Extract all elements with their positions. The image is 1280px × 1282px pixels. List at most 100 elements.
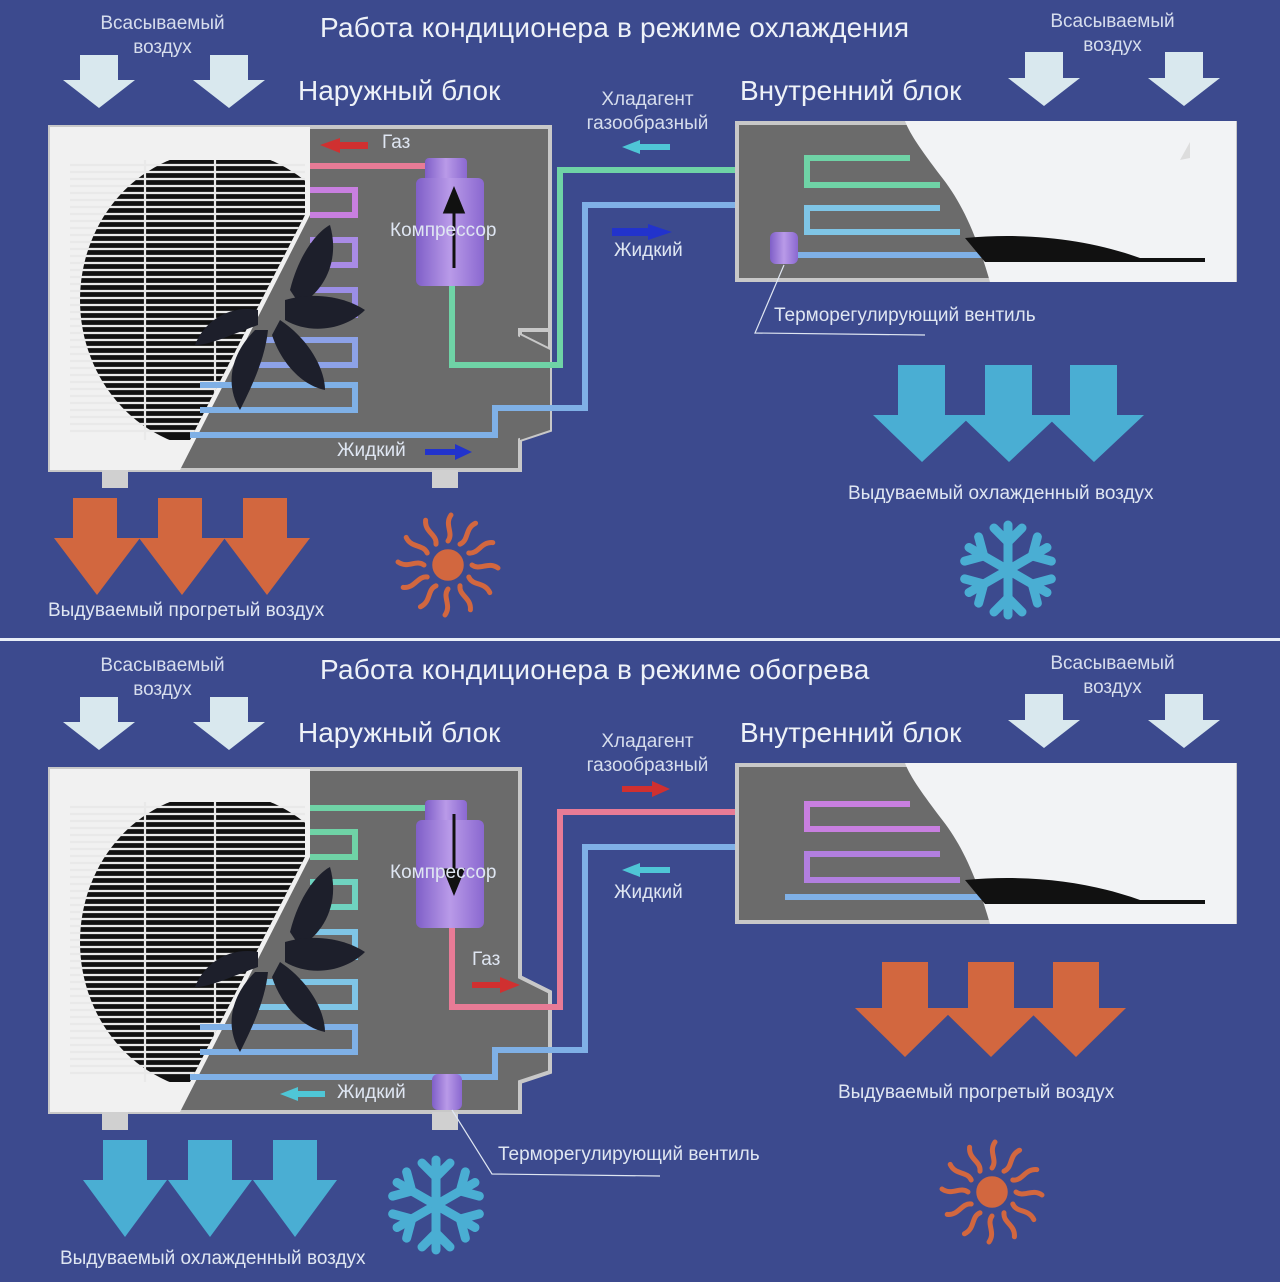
liquid-label-middle: Жидкий bbox=[614, 882, 683, 903]
coil bbox=[804, 205, 960, 235]
intake-arrow bbox=[1008, 52, 1080, 106]
warm-arrow bbox=[224, 498, 310, 595]
sun-icon bbox=[395, 512, 501, 618]
intake-arrows-indoor bbox=[1008, 694, 1220, 748]
refrigerant-gas-label: Хладагент газообразный bbox=[575, 88, 720, 136]
intake-arrows-outdoor bbox=[63, 697, 265, 750]
cold-arrow bbox=[873, 365, 972, 462]
intake-label-line: Всасываемый bbox=[1050, 653, 1175, 674]
intake-arrow bbox=[1148, 694, 1220, 748]
outdoor-foot bbox=[102, 1112, 128, 1130]
indoor-display-strip bbox=[965, 236, 1205, 262]
cold-exhaust-arrows bbox=[83, 1140, 337, 1237]
intake-label-line: воздух bbox=[133, 679, 192, 700]
heating-title: Работа кондиционера в режиме обогрева bbox=[320, 654, 870, 685]
cold-arrow bbox=[1045, 365, 1144, 462]
expansion-valve bbox=[770, 232, 798, 264]
indoor-unit-title: Внутренний блок bbox=[740, 717, 962, 748]
cold-arrow bbox=[168, 1140, 252, 1237]
warm-arrow bbox=[855, 962, 955, 1057]
cold-arrow bbox=[253, 1140, 337, 1237]
coil bbox=[200, 382, 358, 413]
refrigerant-label-line: Хладагент bbox=[601, 731, 694, 752]
refrigerant-label-line: газообразный bbox=[586, 113, 709, 134]
expansion-valve-label: Терморегулирующий вентиль bbox=[774, 305, 1036, 326]
coil bbox=[804, 851, 960, 883]
compressor bbox=[416, 158, 484, 286]
coil bbox=[310, 187, 358, 218]
cooling-mode-panel: Работа кондиционера в режиме охлаждения … bbox=[0, 0, 1280, 640]
indoor-unit-title: Внутренний блок bbox=[740, 75, 962, 106]
cooling-title: Работа кондиционера в режиме охлаждения bbox=[320, 12, 910, 43]
valve-leader-line bbox=[451, 1109, 661, 1177]
intake-arrow bbox=[193, 55, 265, 108]
intake-label-line: воздух bbox=[1083, 677, 1142, 698]
liquid-label-outdoor: Жидкий bbox=[337, 1082, 406, 1103]
intake-arrow bbox=[1148, 52, 1220, 106]
sun-icon bbox=[939, 1139, 1045, 1245]
intake-arrow bbox=[63, 697, 135, 750]
intake-label-indoor: Всасываемый воздух bbox=[1040, 652, 1185, 700]
fan-blades bbox=[195, 867, 365, 1052]
refrigerant-label-line: газообразный bbox=[586, 755, 709, 776]
refrigerant-flow-arrow bbox=[622, 140, 670, 154]
indoor-coils bbox=[785, 155, 985, 258]
compressor-arrow-up bbox=[442, 186, 466, 268]
warm-arrow bbox=[1026, 962, 1126, 1057]
intake-label-line: воздух bbox=[1083, 35, 1142, 56]
refrigerant-gas-label: Хладагент газообразный bbox=[575, 730, 720, 778]
cold-exhaust-arrows bbox=[873, 365, 1144, 462]
outdoor-foot bbox=[432, 1112, 458, 1130]
heating-mode-panel: Работа кондиционера в режиме обогрева Вс… bbox=[0, 642, 1280, 1282]
refrigerant-flow-arrow bbox=[622, 781, 670, 797]
compressor-label: Компрессор bbox=[390, 220, 497, 241]
outdoor-exhaust-label: Выдуваемый прогретый воздух bbox=[48, 600, 325, 621]
liquid-flow-arrow bbox=[425, 444, 472, 460]
gas-flow-arrow bbox=[320, 138, 368, 153]
coil bbox=[310, 829, 358, 860]
outdoor-unit-title: Наружный блок bbox=[298, 75, 501, 106]
cold-arrow bbox=[83, 1140, 167, 1237]
intake-arrow bbox=[1008, 694, 1080, 748]
expansion-valve bbox=[432, 1074, 462, 1110]
liquid-flow-arrow bbox=[280, 1087, 325, 1101]
coil bbox=[200, 1024, 358, 1055]
coil bbox=[804, 801, 940, 832]
warm-arrow bbox=[139, 498, 225, 595]
intake-arrows-indoor bbox=[1008, 52, 1220, 106]
intake-arrow bbox=[63, 55, 135, 108]
liquid-label-middle: Жидкий bbox=[614, 240, 683, 261]
fan-blades bbox=[195, 225, 365, 410]
intake-label-line: воздух bbox=[133, 37, 192, 58]
warm-arrow bbox=[941, 962, 1041, 1057]
intake-label-outdoor: Всасываемый воздух bbox=[90, 12, 235, 60]
liquid-flow-arrow bbox=[612, 224, 672, 240]
warm-exhaust-arrows bbox=[855, 962, 1126, 1057]
gas-label: Газ bbox=[472, 949, 501, 970]
panel-divider bbox=[0, 638, 1280, 641]
cold-arrow bbox=[960, 365, 1059, 462]
intake-arrow bbox=[193, 697, 265, 750]
outdoor-unit-title: Наружный блок bbox=[298, 717, 501, 748]
gas-label: Газ bbox=[382, 132, 411, 153]
heating-diagram bbox=[48, 694, 1237, 1255]
warm-exhaust-arrows bbox=[54, 498, 310, 595]
outdoor-foot bbox=[102, 470, 128, 488]
indoor-exhaust-label: Выдуваемый охлажденный воздух bbox=[848, 483, 1154, 504]
coil bbox=[804, 155, 940, 188]
indoor-coils bbox=[785, 801, 985, 900]
liquid-flow-arrow bbox=[622, 863, 670, 877]
expansion-valve-label: Терморегулирующий вентиль bbox=[498, 1144, 760, 1165]
snowflake-icon bbox=[960, 520, 1056, 620]
valve-leader-line bbox=[754, 264, 926, 336]
refrigerant-label-line: Хладагент bbox=[601, 89, 694, 110]
indoor-display-strip bbox=[965, 878, 1205, 904]
intake-label-line: Всасываемый bbox=[100, 13, 225, 34]
compressor-arrow-down bbox=[442, 814, 466, 896]
liquid-label-outdoor: Жидкий bbox=[337, 440, 406, 461]
compressor-label: Компрессор bbox=[390, 862, 497, 883]
intake-arrows-outdoor bbox=[63, 55, 265, 108]
indoor-exhaust-label: Выдуваемый прогретый воздух bbox=[838, 1082, 1115, 1103]
intake-label-indoor: Всасываемый воздух bbox=[1040, 10, 1185, 58]
outdoor-exhaust-label: Выдуваемый охлажденный воздух bbox=[60, 1248, 366, 1269]
